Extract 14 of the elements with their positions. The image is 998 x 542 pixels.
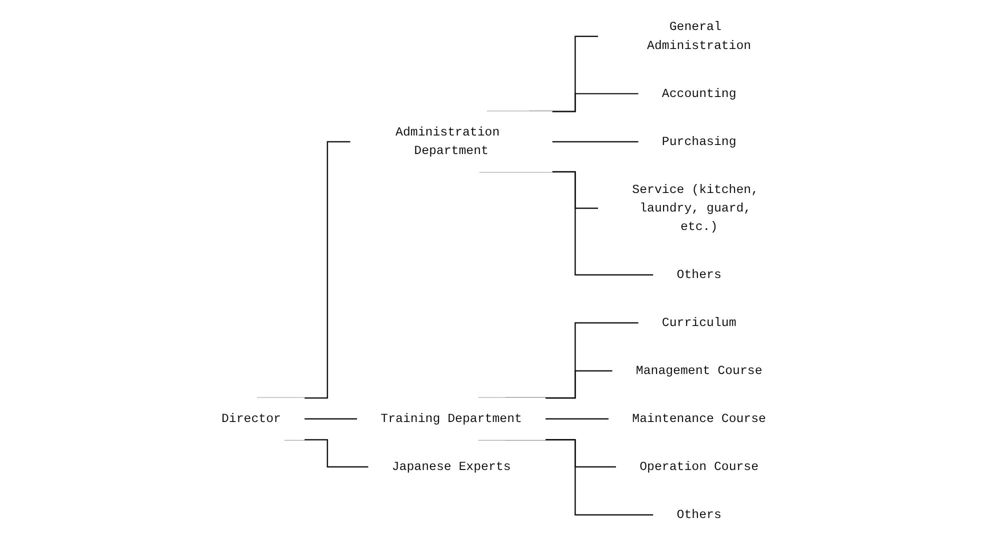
connector <box>552 141 640 142</box>
node-text: Operation Course <box>640 460 759 474</box>
node-text: Japanese Experts <box>392 460 511 474</box>
node-text: Purchasing <box>662 134 736 149</box>
node-text: Curriculum <box>662 316 736 330</box>
node-text: Maintenance Course <box>632 412 766 426</box>
node-text: Management Course <box>636 364 762 378</box>
node-text: Accounting <box>662 86 736 101</box>
connector <box>545 418 610 420</box>
node-text: Others <box>676 508 722 522</box>
node-text: General Administration <box>647 20 752 53</box>
connector <box>304 418 358 420</box>
node-text: Others <box>676 268 722 282</box>
node-text: Service (kitchen, laundry, guard, etc.) <box>632 182 759 234</box>
